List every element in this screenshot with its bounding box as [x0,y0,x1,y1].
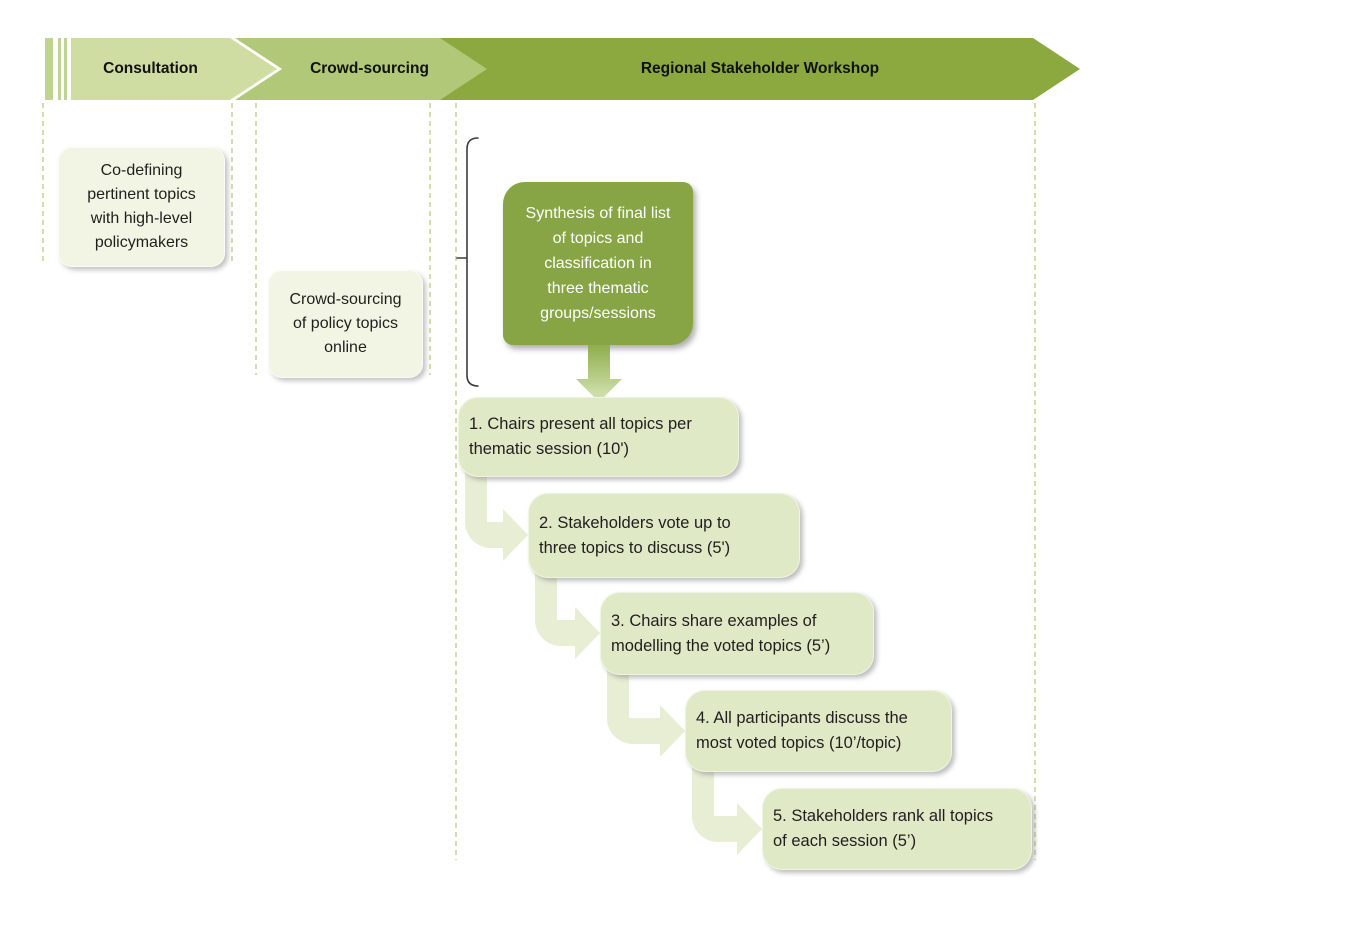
connector-arrowhead-icon [737,803,762,855]
down-arrow-icon [588,345,610,379]
crowdsourcing-box: Crowd-sourcing of policy topics online [268,270,423,378]
left-brace [456,137,479,387]
connector-step2-step3 [535,558,575,646]
workshop-step-3: 3. Chairs share examples of modelling th… [600,592,874,675]
workshop-step-2: 2. Stakeholders vote up to three topics … [528,493,800,578]
phase-label-regional-workshop: Regional Stakeholder Workshop [640,60,880,77]
connector-step4-step5 [692,753,737,842]
phase-arrow-consultation: Consultation [71,38,277,100]
connector-step1-step2 [465,468,503,548]
column-guide-1-2a [231,103,233,263]
workshop-step-1: 1. Chairs present all topics per themati… [458,397,739,477]
column-guide-1-2b [255,103,257,375]
connector-arrowhead-icon [575,607,600,659]
column-guide-2-3a [429,103,431,375]
phase-arrow-regional-workshop: Regional Stakeholder Workshop [440,38,1080,100]
phase-label-consultation: Consultation [103,60,198,77]
phase-label-crowdsourcing: Crowd-sourcing [310,60,429,77]
connector-arrowhead-icon [660,705,685,757]
column-guide-left [42,103,44,263]
column-guide-right [1034,103,1036,860]
banner-stripe-1 [45,38,53,100]
connector-step3-step4 [607,658,660,744]
consultation-box: Co-defining pertinent topics with high-l… [58,147,225,267]
workshop-step-5: 5. Stakeholders rank all topics of each … [762,788,1032,870]
banner-stripe-3 [64,38,67,100]
column-guide-2-3b [455,103,457,860]
banner-stripe-2 [58,38,61,100]
workshop-step-4: 4. All participants discuss the most vot… [685,690,952,772]
connector-arrowhead-icon [503,509,528,561]
synthesis-box: Synthesis of final list of topics and cl… [503,182,693,345]
